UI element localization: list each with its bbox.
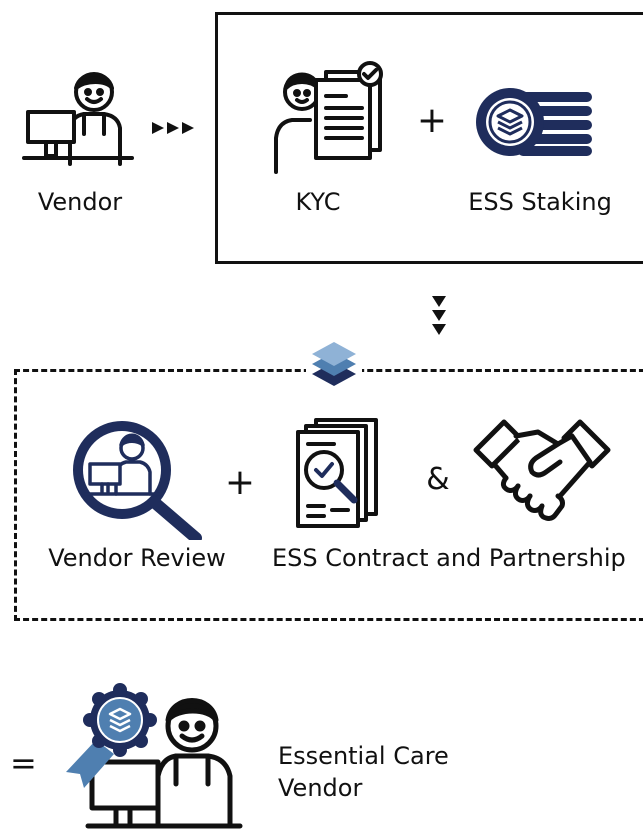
handshake-icon — [473, 419, 611, 521]
kyc-staking-box — [215, 12, 643, 264]
kyc-document-icon — [274, 61, 383, 174]
ess-contract-label: ESS Contract and Partnership — [272, 544, 626, 572]
contract-document-icon — [296, 418, 378, 528]
vendor-review-magnifier-icon — [73, 421, 202, 540]
result-label-line2: Vendor — [278, 774, 363, 802]
ess-layers-logo-icon — [306, 336, 362, 392]
kyc-label: KYC — [295, 188, 341, 216]
equals-operator: = — [10, 744, 37, 782]
certified-vendor-icon — [66, 683, 243, 829]
plus-operator-top: + — [416, 100, 448, 141]
result-label: Essential Care Vendor — [278, 740, 449, 804]
vendor-label: Vendor — [37, 188, 123, 216]
vendor-review-label: Vendor Review — [48, 544, 226, 572]
vendor-person-icon — [22, 72, 134, 166]
ampersand-operator: & — [426, 462, 450, 497]
ess-staking-coin-icon — [476, 88, 592, 156]
result-label-line1: Essential Care — [278, 742, 449, 770]
arrow-down-icon — [432, 296, 446, 335]
arrow-right-icon — [152, 122, 194, 134]
plus-operator-bottom: + — [224, 462, 256, 503]
ess-staking-label: ESS Staking — [468, 188, 612, 216]
